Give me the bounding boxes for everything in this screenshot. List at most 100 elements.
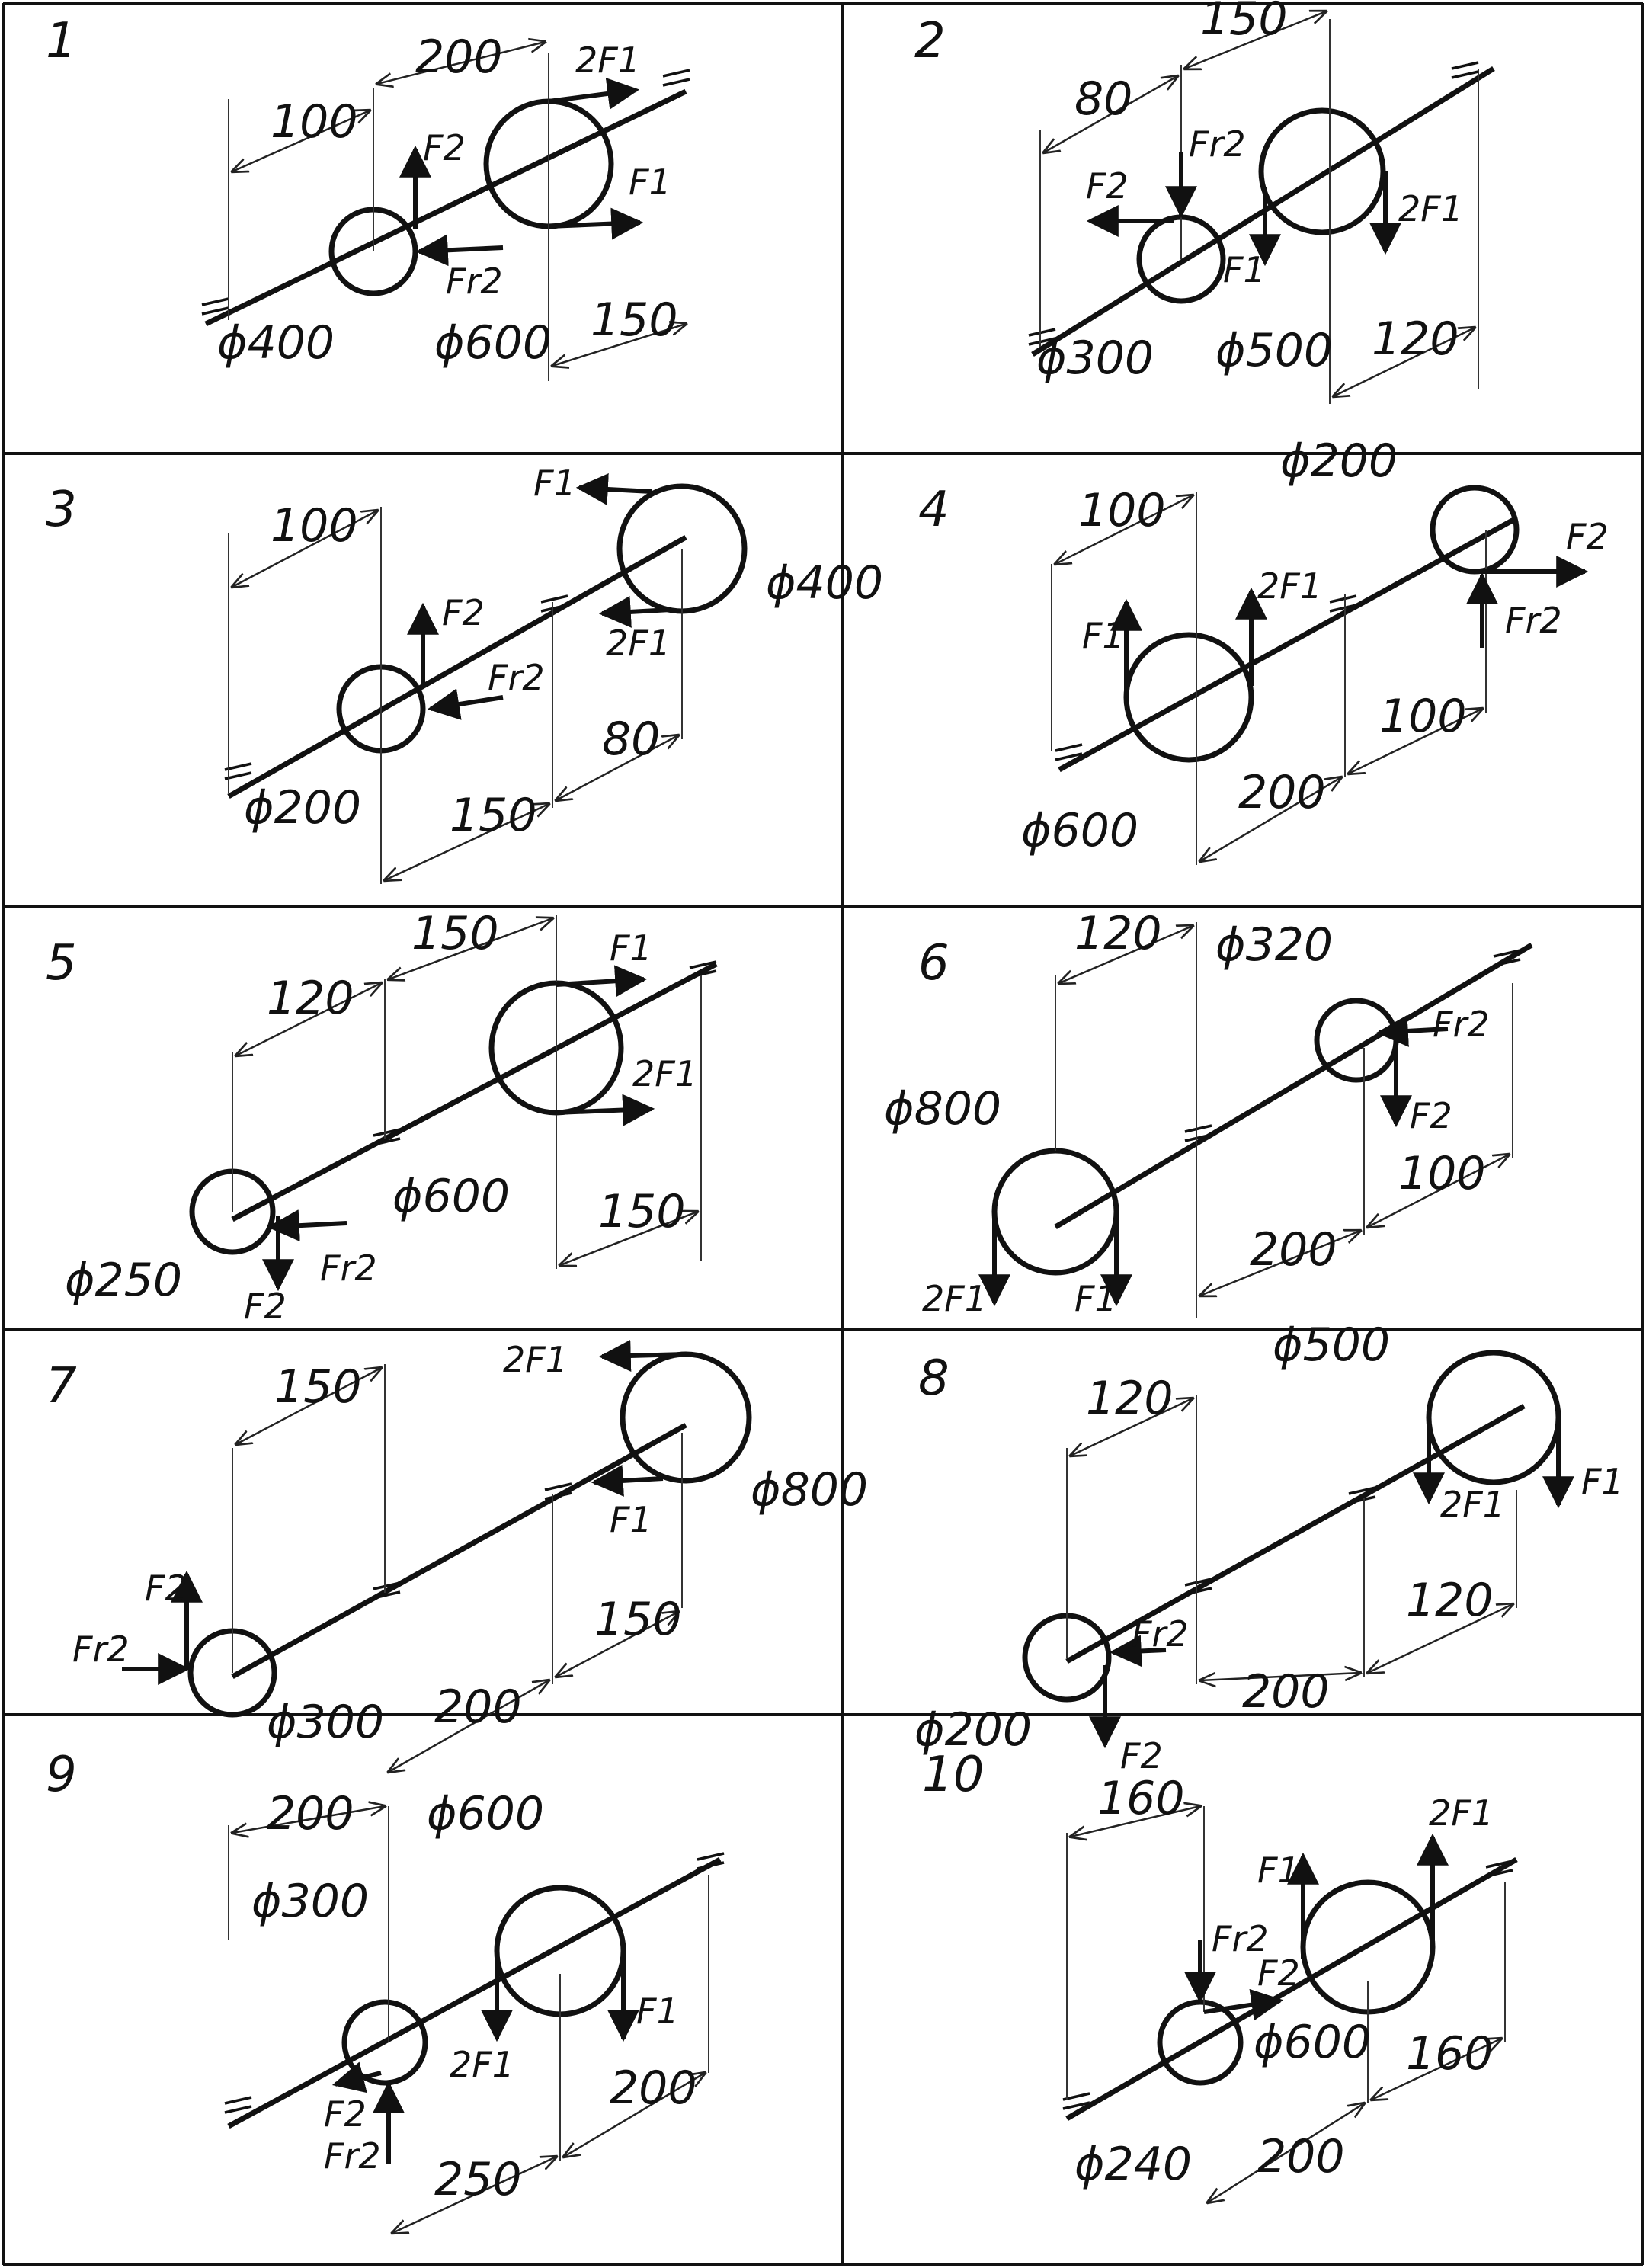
dim-2: 200: [1257, 2130, 1345, 2183]
dim-2: 150: [450, 789, 537, 842]
force-fr2: Fr2: [324, 2135, 381, 2177]
bearing-left: [224, 2096, 252, 2114]
diameter-large: ϕ800: [884, 1082, 1001, 1136]
dim-1: 100: [271, 499, 358, 553]
bearing-mid: [373, 1128, 401, 1146]
force-fr2: Fr2: [1433, 1004, 1490, 1045]
bearing-mid: [1184, 1124, 1212, 1142]
force-fr2: Fr2: [1212, 1918, 1269, 1959]
force-f2: F2: [423, 127, 466, 168]
force-f2: F2: [1566, 516, 1609, 557]
diameter-small: ϕ250: [65, 1254, 182, 1307]
panel-5: 5 120 150 150 ϕ600 ϕ250 F1 2F1 F2 Fr2: [46, 907, 718, 1327]
dim-3: 100: [1379, 690, 1467, 743]
panel-2: 2 80 150 120 ϕ300 ϕ500 Fr2 F2 F1 2F1: [914, 0, 1495, 404]
force-fr2: Fr2: [1189, 123, 1246, 165]
dim-1: 120: [1086, 1372, 1174, 1425]
bearing-right: [662, 69, 690, 87]
gear-large: [991, 1148, 1119, 1276]
panel-9: 9 200 250 200 ϕ300 ϕ600 2F1 F1 F2 Fr2: [46, 1747, 725, 2233]
force-f1: F1: [533, 463, 576, 504]
force-f2: F2: [1257, 1952, 1300, 1994]
panel-number: 1: [46, 13, 77, 69]
dim-1: 200: [267, 1787, 354, 1840]
diameter-large: ϕ600: [427, 1787, 544, 1840]
dim-1: 100: [271, 95, 358, 149]
dim-2: 150: [412, 907, 499, 960]
bearing-mid: [373, 1581, 401, 1600]
diameter-small: ϕ240: [1074, 2138, 1192, 2191]
diameter-small: ϕ320: [1215, 918, 1333, 972]
force-f2: F2: [145, 1568, 187, 1609]
force-fr2: Fr2: [72, 1629, 130, 1670]
bearing-right: [1329, 594, 1357, 613]
force-2f1: 2F1: [606, 623, 671, 664]
panel-8: 8 120 200 120 ϕ200 ϕ500 F1 2F1 Fr2 F2: [914, 1318, 1624, 1776]
force-2f1: 2F1: [503, 1339, 568, 1380]
dim-1: 100: [1078, 484, 1166, 537]
panel-1: 1 100 200 150 ϕ400 ϕ600 2F1 F1 F2 Fr2: [46, 13, 690, 381]
force-2f1: 2F1: [1429, 1792, 1494, 1834]
gear-small: [1430, 485, 1520, 575]
dim-3: 150: [598, 1185, 686, 1238]
force-f1: F1: [636, 1991, 679, 2032]
force-2f1: 2F1: [1440, 1484, 1505, 1525]
panel-number: 6: [918, 935, 949, 991]
force-fr2: Fr2: [488, 657, 545, 698]
force-2f1: 2F1: [922, 1278, 987, 1319]
force-f2: F2: [442, 592, 485, 633]
dim-3: 200: [610, 2061, 697, 2115]
panel-3: 3 100 150 80 ϕ200 ϕ400 F1 2F1 F2 Fr2: [46, 463, 883, 884]
panel-10: 10 160 200 160 ϕ240 ϕ600 F1 2F1 Fr2 F2: [922, 1747, 1518, 2202]
dim-1: 120: [1074, 907, 1162, 960]
force-2f1: 2F1: [1398, 188, 1463, 229]
force-2f1: 2F1: [450, 2044, 514, 2085]
dim-2: 250: [434, 2153, 522, 2206]
diameter-large: ϕ600: [1254, 2016, 1371, 2069]
bearing-right: [697, 1852, 725, 1870]
dim-3: 160: [1406, 2027, 1494, 2081]
gear-large: [1426, 1350, 1561, 1485]
panel-number: 7: [46, 1358, 77, 1414]
force-f2: F2: [244, 1286, 287, 1327]
diameter-small: ϕ300: [267, 1696, 384, 1749]
gear-large: [620, 1351, 752, 1484]
bearing-left: [1055, 743, 1083, 761]
bearing-right: [1485, 1860, 1513, 1878]
gear-small: [1314, 998, 1399, 1083]
bearing-left: [1028, 328, 1056, 346]
panel-number: 2: [914, 13, 946, 69]
diameter-large: ϕ600: [392, 1170, 510, 1223]
dim-2: 200: [1242, 1665, 1330, 1719]
panel-number: 5: [46, 935, 77, 991]
diameter-large: ϕ800: [751, 1463, 868, 1517]
diameter-large: ϕ500: [1215, 324, 1333, 377]
panel-6: 6 120 200 100 ϕ800 ϕ320 2F1 F1 Fr2 F2: [884, 907, 1533, 1319]
force-f1: F1: [1257, 1850, 1300, 1891]
force-f1: F1: [629, 162, 671, 203]
force-f2: F2: [1120, 1735, 1163, 1776]
force-fr2: Fr2: [1505, 600, 1562, 641]
dim-1: 80: [1074, 72, 1132, 126]
bearing-left: [201, 297, 229, 316]
panel-number: 4: [918, 482, 949, 538]
diameter-large: ϕ400: [766, 556, 883, 610]
dim-2: 200: [1250, 1223, 1337, 1277]
diameter-small: ϕ200: [244, 781, 361, 834]
force-2f1: 2F1: [1257, 565, 1322, 607]
force-2f1: 2F1: [632, 1053, 697, 1094]
panel-number: 3: [46, 482, 77, 538]
force-fr2: Fr2: [1132, 1613, 1189, 1655]
dim-2: 200: [415, 30, 503, 84]
dim-3: 150: [594, 1593, 682, 1646]
gear-large: [1258, 107, 1386, 235]
force-fr2: Fr2: [446, 261, 503, 302]
diameter-small: ϕ400: [217, 316, 335, 370]
diameter-small: ϕ300: [251, 1875, 369, 1928]
dim-1: 150: [274, 1360, 362, 1414]
dim-1: 160: [1097, 1772, 1185, 1825]
panel-number: 9: [46, 1747, 77, 1803]
bearing-right: [1451, 61, 1479, 79]
dim-3: 150: [591, 293, 678, 347]
